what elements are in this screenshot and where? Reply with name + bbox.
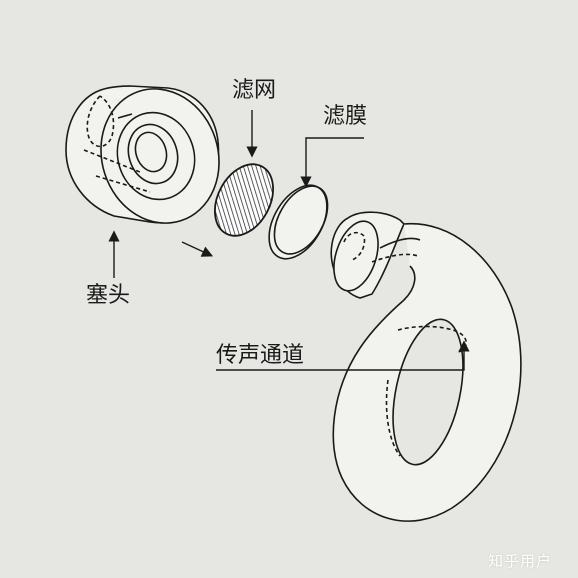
channel-leader bbox=[216, 340, 470, 371]
leader-lines bbox=[108, 110, 470, 371]
assembly-arrow bbox=[181, 241, 214, 257]
watermark: 知乎用户 bbox=[488, 552, 553, 570]
filter-mesh-part bbox=[214, 163, 274, 237]
sound-channel-label: 传声通道 bbox=[216, 343, 305, 368]
ear-tip-part bbox=[65, 85, 220, 224]
ear-tip-label: 塞头 bbox=[86, 283, 131, 308]
membrane-leader bbox=[300, 137, 364, 188]
earphone-body-part bbox=[330, 211, 522, 522]
filter-membrane-label: 滤膜 bbox=[323, 104, 368, 129]
filter-mesh-label: 滤网 bbox=[232, 78, 277, 103]
filter-membrane-part bbox=[268, 184, 329, 260]
